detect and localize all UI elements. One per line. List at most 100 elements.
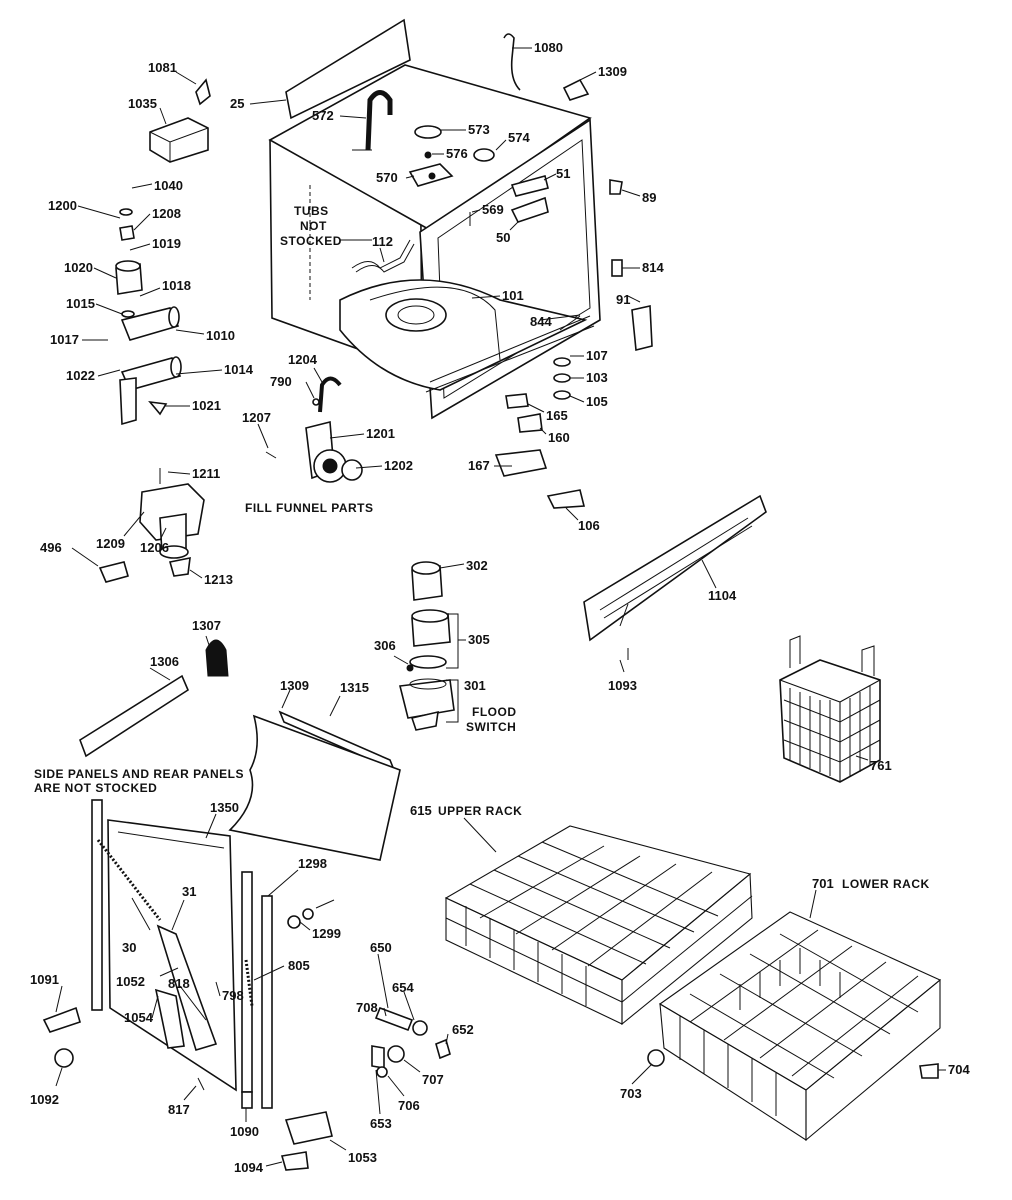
part-label: 1104: [708, 588, 737, 603]
part-label: 105: [586, 394, 608, 409]
part-label: 112: [372, 234, 393, 249]
part-labels: 1081 1035 25 572 1080 1309 573 574 576 5…: [30, 40, 970, 1175]
part-label: 107: [586, 348, 608, 363]
part-label: 103: [586, 370, 608, 385]
valve-parts: [115, 78, 211, 426]
part-label: 1040: [154, 178, 183, 193]
part-label: 1306: [150, 654, 179, 669]
captions: TUBS NOT STOCKED FILL FUNNEL PARTS FLOOD…: [34, 204, 930, 891]
part-label: 1020: [64, 260, 93, 275]
caption-side-panels-line1: SIDE PANELS AND REAR PANELS: [34, 767, 244, 781]
caption-tubs-line3: STOCKED: [280, 234, 342, 248]
part-label: 1208: [152, 206, 181, 221]
part-label: 574: [508, 130, 530, 145]
part-label: 1091: [30, 972, 59, 987]
part-label: 707: [422, 1072, 444, 1087]
caption-tubs-line2: NOT: [300, 219, 327, 233]
part-label: 652: [452, 1022, 474, 1037]
part-label: 1021: [192, 398, 221, 413]
part-label: 1204: [288, 352, 318, 367]
part-label: 1018: [162, 278, 191, 293]
part-label: 1014: [224, 362, 254, 377]
part-label: 1080: [534, 40, 563, 55]
part-label: 1022: [66, 368, 95, 383]
part-label: 1054: [124, 1010, 154, 1025]
part-label: 653: [370, 1116, 392, 1131]
caption-fill-funnel: FILL FUNNEL PARTS: [245, 501, 374, 515]
part-label: 1052: [116, 974, 145, 989]
part-label: 1093: [608, 678, 637, 693]
part-label: 101: [502, 288, 524, 303]
part-label: 844: [530, 314, 552, 329]
part-label: 708: [356, 1000, 378, 1015]
fill-funnel-parts: [265, 376, 363, 483]
part-label: 167: [468, 458, 490, 473]
part-label: 704: [948, 1062, 970, 1077]
part-label: 1299: [312, 926, 341, 941]
part-label: 1207: [242, 410, 271, 425]
part-label: 805: [288, 958, 310, 973]
part-label: 301: [464, 678, 486, 693]
part-label: 1015: [66, 296, 95, 311]
part-label: 1201: [366, 426, 395, 441]
part-label: 701: [812, 876, 834, 891]
part-label: 569: [482, 202, 504, 217]
part-label: 650: [370, 940, 392, 955]
part-label: 1315: [340, 680, 369, 695]
part-label: 1010: [206, 328, 235, 343]
part-label: 1307: [192, 618, 221, 633]
part-label: 1213: [204, 572, 233, 587]
part-label: 706: [398, 1098, 420, 1113]
part-label: 818: [168, 976, 190, 991]
part-label: 1309: [280, 678, 309, 693]
part-label: 576: [446, 146, 468, 161]
part-label: 570: [376, 170, 398, 185]
part-label: 572: [312, 108, 334, 123]
part-label: 703: [620, 1086, 642, 1101]
part-label: 1200: [48, 198, 77, 213]
pump-parts: [399, 561, 455, 731]
part-label: 761: [870, 758, 892, 773]
part-label: 1081: [148, 60, 177, 75]
leader-lines: [55, 47, 946, 1167]
part-label: 51: [556, 166, 570, 181]
part-label: 30: [122, 940, 136, 955]
rack-hardware: [371, 1006, 939, 1079]
part-label: 1053: [348, 1150, 377, 1165]
door-assembly: [42, 639, 401, 1171]
part-label: 91: [616, 292, 630, 307]
caption-lower-rack: LOWER RACK: [842, 877, 930, 891]
part-label: 496: [40, 540, 62, 555]
part-label: 302: [466, 558, 488, 573]
misc-hardware: [494, 33, 653, 509]
part-label: 89: [642, 190, 656, 205]
part-label: 1298: [298, 856, 327, 871]
rail-1104: [583, 494, 767, 660]
part-label: 1090: [230, 1124, 259, 1139]
part-label: 165: [546, 408, 568, 423]
part-label: 817: [168, 1102, 190, 1117]
upper-rack: [444, 825, 753, 1026]
caption-flood-line1: FLOOD: [472, 705, 517, 719]
part-label: 1206: [140, 540, 169, 555]
water-valve: [98, 468, 205, 583]
tub-assembly: [268, 18, 601, 420]
part-label: 1209: [96, 536, 125, 551]
caption-tubs-line1: TUBS: [294, 204, 329, 218]
part-label: 615: [410, 803, 432, 818]
part-label: 798: [222, 988, 244, 1003]
part-label: 1035: [128, 96, 157, 111]
part-label: 306: [374, 638, 396, 653]
part-label: 305: [468, 632, 490, 647]
part-label: 25: [230, 96, 244, 111]
caption-side-panels-line2: ARE NOT STOCKED: [34, 781, 157, 795]
part-label: 1019: [152, 236, 181, 251]
part-label: 1017: [50, 332, 79, 347]
part-label: 1202: [384, 458, 413, 473]
part-label: 790: [270, 374, 292, 389]
part-label: 1092: [30, 1092, 59, 1107]
part-label: 50: [496, 230, 510, 245]
part-label: 1094: [234, 1160, 264, 1175]
part-label: 814: [642, 260, 664, 275]
